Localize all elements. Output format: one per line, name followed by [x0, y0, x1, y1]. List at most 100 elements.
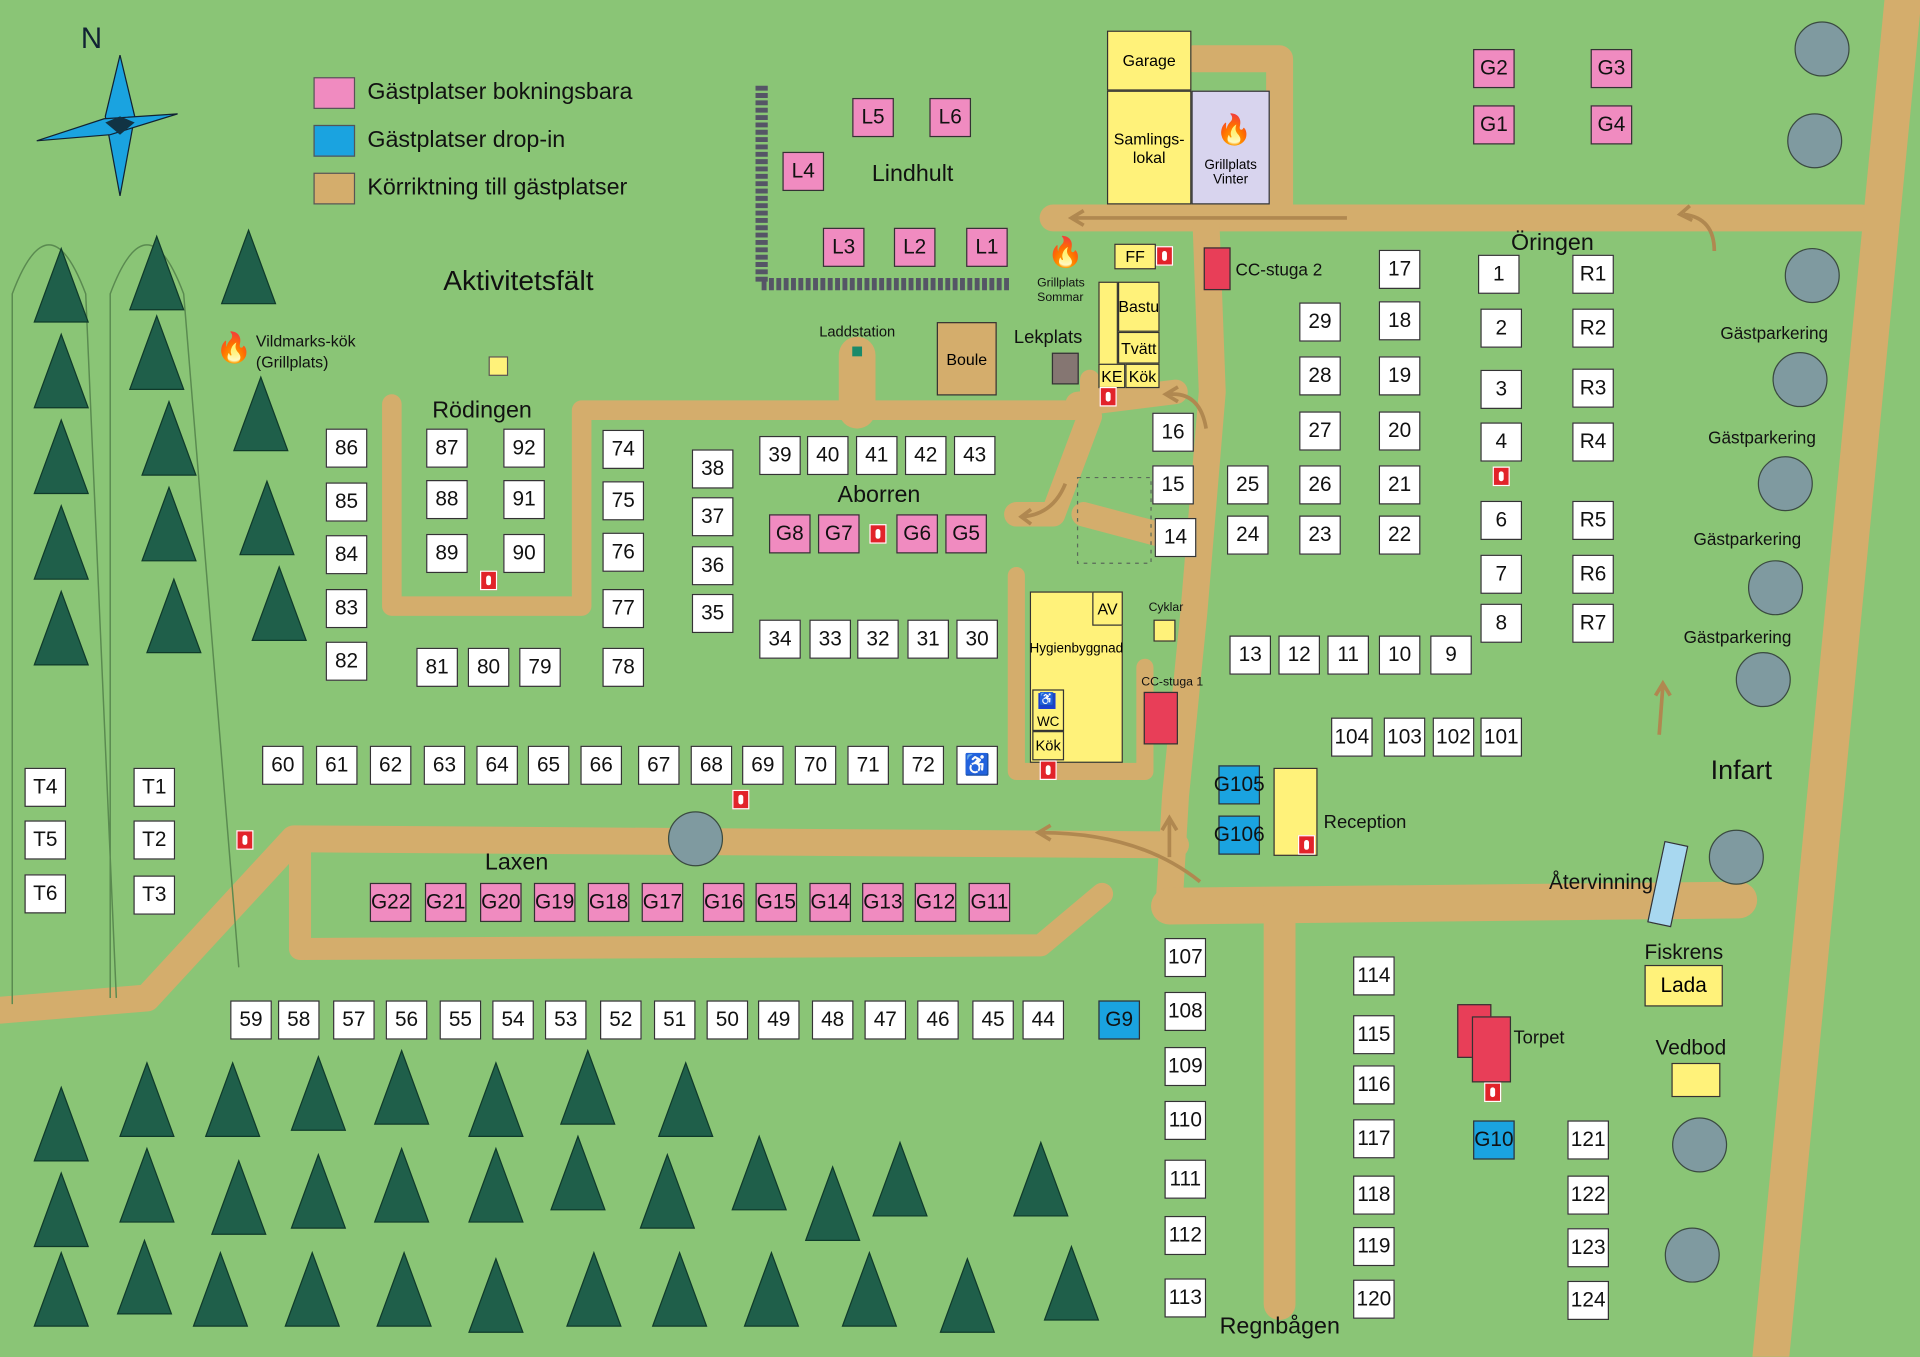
lot-24[interactable]: 24 [1226, 515, 1269, 555]
lot-g22[interactable]: G22 [369, 882, 412, 923]
lot-g17[interactable]: G17 [641, 882, 684, 923]
lot-g3[interactable]: G3 [1590, 48, 1633, 89]
lot-63[interactable]: 63 [423, 745, 466, 785]
lot-23[interactable]: 23 [1299, 515, 1341, 555]
lot-18[interactable]: 18 [1378, 301, 1421, 341]
lot-103[interactable]: 103 [1383, 717, 1426, 757]
lot-29[interactable]: 29 [1299, 302, 1341, 342]
lot-110[interactable]: 110 [1164, 1100, 1207, 1141]
lot-27[interactable]: 27 [1299, 411, 1341, 451]
lot-t3[interactable]: T3 [133, 875, 176, 915]
lot-88[interactable]: 88 [426, 480, 468, 520]
lot-83[interactable]: 83 [325, 588, 368, 629]
lot-r3[interactable]: R3 [1572, 368, 1614, 408]
lot-8[interactable]: 8 [1480, 603, 1523, 643]
lot-34[interactable]: 34 [759, 619, 801, 659]
lot-109[interactable]: 109 [1164, 1046, 1207, 1087]
lot-72[interactable]: 72 [902, 745, 945, 785]
lot-64[interactable]: 64 [476, 745, 518, 785]
lot-124[interactable]: 124 [1567, 1280, 1609, 1321]
lot-32[interactable]: 32 [857, 619, 899, 659]
lot-1[interactable]: 1 [1477, 254, 1520, 294]
lot-71[interactable]: 71 [847, 745, 889, 785]
lot-g106[interactable]: G106 [1214, 815, 1265, 855]
lot-g2[interactable]: G2 [1473, 48, 1515, 89]
lot-86[interactable]: 86 [325, 428, 368, 468]
lot-r2[interactable]: R2 [1572, 308, 1614, 348]
lot-85[interactable]: 85 [325, 482, 368, 522]
lot-66[interactable]: 66 [580, 745, 623, 785]
lot-14[interactable]: 14 [1154, 517, 1197, 558]
lot-g11[interactable]: G11 [968, 882, 1011, 923]
lot-g18[interactable]: G18 [587, 882, 630, 923]
lot-59[interactable]: 59 [230, 1000, 272, 1040]
lot-6[interactable]: 6 [1480, 500, 1523, 541]
lot-l5[interactable]: L5 [852, 97, 894, 138]
lot-l4[interactable]: L4 [782, 151, 825, 192]
lot-75[interactable]: 75 [602, 481, 645, 521]
lot-13[interactable]: 13 [1229, 635, 1272, 675]
lot-90[interactable]: 90 [503, 533, 545, 574]
lot-47[interactable]: 47 [864, 1000, 907, 1040]
lot-20[interactable]: 20 [1378, 411, 1421, 451]
lot-2[interactable]: 2 [1480, 308, 1523, 348]
lot-l1[interactable]: L1 [966, 227, 1008, 267]
lot-113[interactable]: 113 [1164, 1278, 1207, 1318]
lot-114[interactable]: 114 [1353, 956, 1395, 996]
lot-62[interactable]: 62 [369, 745, 412, 785]
lot-g13[interactable]: G13 [862, 882, 904, 923]
lot-79[interactable]: 79 [519, 647, 561, 687]
lot-87[interactable]: 87 [426, 428, 468, 468]
lot-77[interactable]: 77 [602, 588, 645, 629]
lot-53[interactable]: 53 [544, 1000, 587, 1040]
lot-10[interactable]: 10 [1378, 635, 1421, 675]
lot-g5[interactable]: G5 [945, 514, 987, 554]
lot-65[interactable]: 65 [527, 745, 570, 785]
lot-80[interactable]: 80 [467, 647, 510, 687]
lot-101[interactable]: 101 [1480, 717, 1523, 757]
lot-116[interactable]: 116 [1353, 1065, 1395, 1105]
lot-36[interactable]: 36 [691, 546, 734, 586]
lot-45[interactable]: 45 [972, 1000, 1014, 1040]
lot-57[interactable]: 57 [333, 1000, 375, 1040]
accessible-lot[interactable]: ♿ [956, 745, 998, 785]
lot-g9[interactable]: G9 [1098, 1000, 1141, 1040]
lot-82[interactable]: 82 [325, 641, 368, 681]
lot-22[interactable]: 22 [1378, 515, 1421, 555]
lot-92[interactable]: 92 [503, 428, 545, 468]
lot-21[interactable]: 21 [1378, 465, 1421, 505]
lot-111[interactable]: 111 [1164, 1159, 1207, 1199]
lot-7[interactable]: 7 [1480, 554, 1523, 594]
lot-g12[interactable]: G12 [914, 882, 957, 923]
lot-g10[interactable]: G10 [1473, 1120, 1515, 1160]
lot-l6[interactable]: L6 [929, 97, 972, 138]
lot-t5[interactable]: T5 [24, 820, 67, 860]
lot-t6[interactable]: T6 [24, 874, 67, 914]
lot-g19[interactable]: G19 [533, 882, 576, 923]
lot-g7[interactable]: G7 [817, 514, 860, 554]
lot-55[interactable]: 55 [439, 1000, 482, 1040]
lot-35[interactable]: 35 [691, 593, 734, 634]
lot-123[interactable]: 123 [1567, 1228, 1609, 1268]
lot-r7[interactable]: R7 [1572, 603, 1614, 643]
lot-54[interactable]: 54 [492, 1000, 534, 1040]
lot-122[interactable]: 122 [1567, 1175, 1609, 1215]
lot-g16[interactable]: G16 [702, 882, 745, 923]
lot-68[interactable]: 68 [690, 745, 733, 785]
lot-39[interactable]: 39 [759, 435, 801, 476]
lot-4[interactable]: 4 [1480, 422, 1523, 462]
lot-120[interactable]: 120 [1353, 1279, 1395, 1319]
lot-9[interactable]: 9 [1430, 635, 1472, 675]
lot-117[interactable]: 117 [1353, 1119, 1395, 1159]
lot-12[interactable]: 12 [1278, 635, 1321, 675]
lot-26[interactable]: 26 [1299, 465, 1341, 505]
lot-81[interactable]: 81 [416, 647, 458, 687]
lot-28[interactable]: 28 [1299, 356, 1341, 396]
lot-50[interactable]: 50 [706, 1000, 749, 1040]
lot-g15[interactable]: G15 [755, 882, 798, 923]
lot-t2[interactable]: T2 [133, 820, 176, 860]
lot-31[interactable]: 31 [907, 619, 949, 659]
lot-84[interactable]: 84 [325, 535, 368, 575]
lot-r4[interactable]: R4 [1572, 422, 1614, 462]
lot-37[interactable]: 37 [691, 497, 734, 537]
